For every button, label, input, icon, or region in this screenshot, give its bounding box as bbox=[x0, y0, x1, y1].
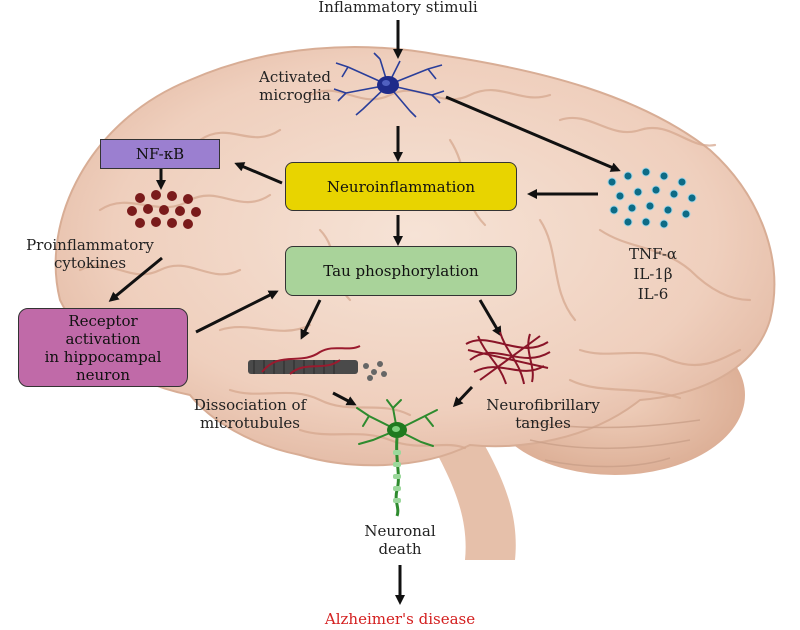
cytokine-particles-icon bbox=[607, 167, 697, 229]
nfkb-box: NF-κB bbox=[100, 139, 220, 169]
microtubule-icon bbox=[248, 345, 387, 381]
alzheimers-disease-label: Alzheimer's disease bbox=[324, 610, 476, 628]
cytokine-cluster-icon bbox=[127, 190, 201, 229]
arrow-tangles-to-neuron bbox=[452, 385, 474, 408]
neuroinflammation-box: Neuroinflammation bbox=[285, 162, 517, 211]
dissociation-label: Dissociation of microtubules bbox=[193, 396, 307, 432]
arrow-microglia-to-cytokines bbox=[445, 95, 621, 172]
tau-phosphorylation-box-label: Tau phosphorylation bbox=[323, 262, 479, 280]
neuroinflammation-box-label: Neuroinflammation bbox=[326, 177, 476, 196]
neurofibrillary-tangle-icon bbox=[465, 331, 551, 385]
nfkb-box-label: NF-κB bbox=[135, 145, 185, 163]
cytokine-list-label: TNF-α IL-1β IL-6 bbox=[628, 245, 678, 303]
arrow-neuroinflammation-to-nfkb bbox=[234, 162, 283, 185]
arrow-microtubules-to-neuron bbox=[332, 391, 357, 406]
activated-microglia-label: Activated microglia bbox=[259, 68, 331, 104]
arrow-tau-to-microtubules bbox=[300, 299, 322, 340]
proinflammatory-cytokines-label: Proinflammatory cytokines bbox=[26, 236, 154, 272]
receptor-activation-box-label: Receptor activation in hippocampal neuro… bbox=[44, 311, 162, 384]
arrow-tau-to-tangles bbox=[478, 299, 502, 337]
neuron-icon bbox=[356, 399, 438, 517]
neurofibrillary-label: Neurofibrillary tangles bbox=[486, 396, 600, 432]
arrow-receptor-to-tau bbox=[195, 290, 279, 334]
neuronal-death-label: Neuronal death bbox=[364, 522, 436, 558]
tau-phosphorylation-box: Tau phosphorylation bbox=[285, 246, 517, 296]
arrow-cytokines-to-receptor bbox=[108, 256, 163, 302]
inflammatory-stimuli-label: Inflammatory stimuli bbox=[318, 0, 478, 16]
receptor-activation-box: Receptor activation in hippocampal neuro… bbox=[18, 308, 188, 387]
microglia-cell-icon bbox=[333, 52, 445, 118]
